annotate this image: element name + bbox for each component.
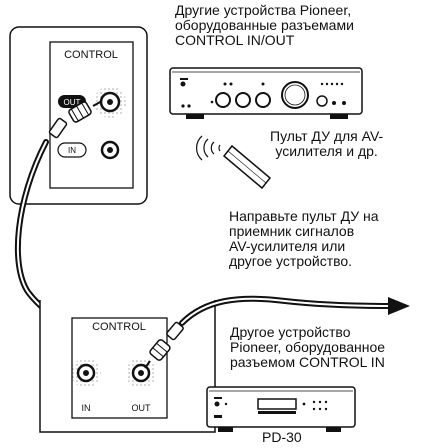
instruction-line: AV-усилителя или — [229, 238, 346, 254]
amplifier-volume-knob — [281, 81, 309, 109]
amplifier-device — [169, 67, 363, 119]
disc-tray — [257, 398, 297, 410]
top-panel-title: CONTROL — [64, 49, 118, 61]
pd30-device — [206, 386, 356, 432]
top-in-badge — [57, 142, 87, 158]
top-device-caption: Другие устройства Pioneer, оборудованные… — [175, 3, 354, 48]
bottom-device-caption: Другое устройство Pioneer, оборудованное… — [230, 325, 385, 370]
top-device-caption-line: CONTROL IN/OUT — [175, 32, 295, 48]
amplifier-knob-2 — [235, 92, 251, 108]
bottom-device-caption-line: разъемом CONTROL IN — [230, 354, 385, 370]
top-device-caption-line: Другие устройства Pioneer, — [175, 2, 352, 18]
control-cable-2 — [144, 295, 410, 369]
top-device-caption-line: оборудованные разъемами — [175, 17, 354, 33]
bottom-device-model: PD-30 — [262, 429, 302, 445]
bottom-device-caption-line: Другое устройство — [230, 324, 351, 340]
amplifier-knob-1 — [215, 92, 231, 108]
instruction-text: Направьте пульт ДУ на приемник сигналов … — [229, 209, 379, 269]
bottom-panel-title: CONTROL — [92, 321, 146, 333]
remote-caption-line: Пульт ДУ для AV- — [270, 128, 384, 144]
instruction-line: Направьте пульт ДУ на — [229, 208, 379, 224]
remote-caption: Пульт ДУ для AV- усилителя и др. — [270, 129, 383, 159]
remote-control-icon — [196, 135, 272, 190]
instruction-line: другое устройство. — [229, 253, 353, 269]
top-in-label: IN — [68, 146, 76, 155]
cable-arrowhead — [388, 297, 410, 315]
bottom-in-label: IN — [82, 403, 91, 413]
bottom-out-label: OUT — [132, 403, 152, 413]
amplifier-knob-3 — [255, 92, 271, 108]
instruction-line: приемник сигналов — [229, 223, 355, 239]
bottom-device-caption-line: Pioneer, оборудованное — [230, 339, 386, 355]
remote-caption-line: усилителя и др. — [275, 143, 378, 159]
top-out-label: OUT — [64, 98, 81, 107]
